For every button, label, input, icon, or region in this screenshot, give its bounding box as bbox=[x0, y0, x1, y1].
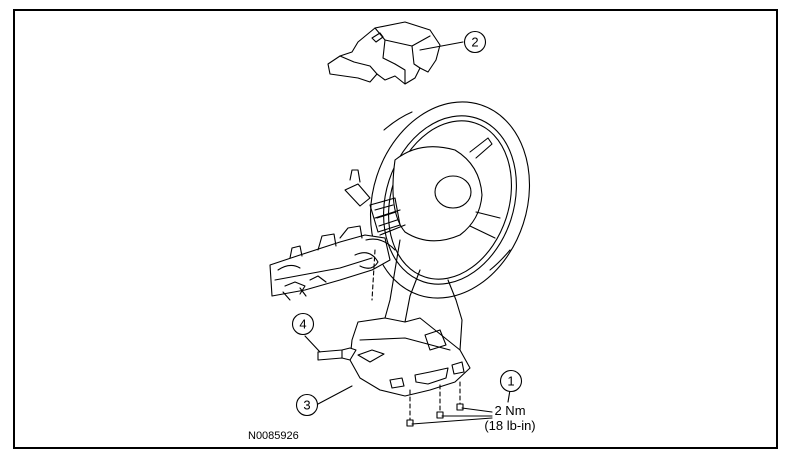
tilt-lever bbox=[317, 347, 357, 361]
callout-1: 1 bbox=[499, 369, 523, 393]
callout-4: 4 bbox=[291, 312, 315, 336]
callout-number: 3 bbox=[303, 398, 310, 413]
callout-number: 2 bbox=[471, 35, 478, 50]
steering-column bbox=[269, 169, 396, 301]
upper-shroud bbox=[327, 21, 441, 85]
figure-id: N0085926 bbox=[248, 430, 299, 442]
torque-spec: 2 Nm (18 lb-in) bbox=[470, 403, 550, 433]
callout-number: 1 bbox=[507, 374, 514, 389]
steering-wheel bbox=[369, 101, 531, 299]
leader-lines bbox=[304, 41, 511, 425]
lower-shroud bbox=[349, 239, 471, 397]
torque-metric: 2 Nm bbox=[494, 403, 526, 418]
shroud-screws bbox=[406, 403, 464, 427]
assembly-lines bbox=[371, 249, 461, 421]
callout-number: 4 bbox=[299, 317, 306, 332]
callout-3: 3 bbox=[295, 393, 319, 417]
callout-2: 2 bbox=[463, 30, 487, 54]
torque-imperial: (18 lb-in) bbox=[484, 418, 536, 433]
